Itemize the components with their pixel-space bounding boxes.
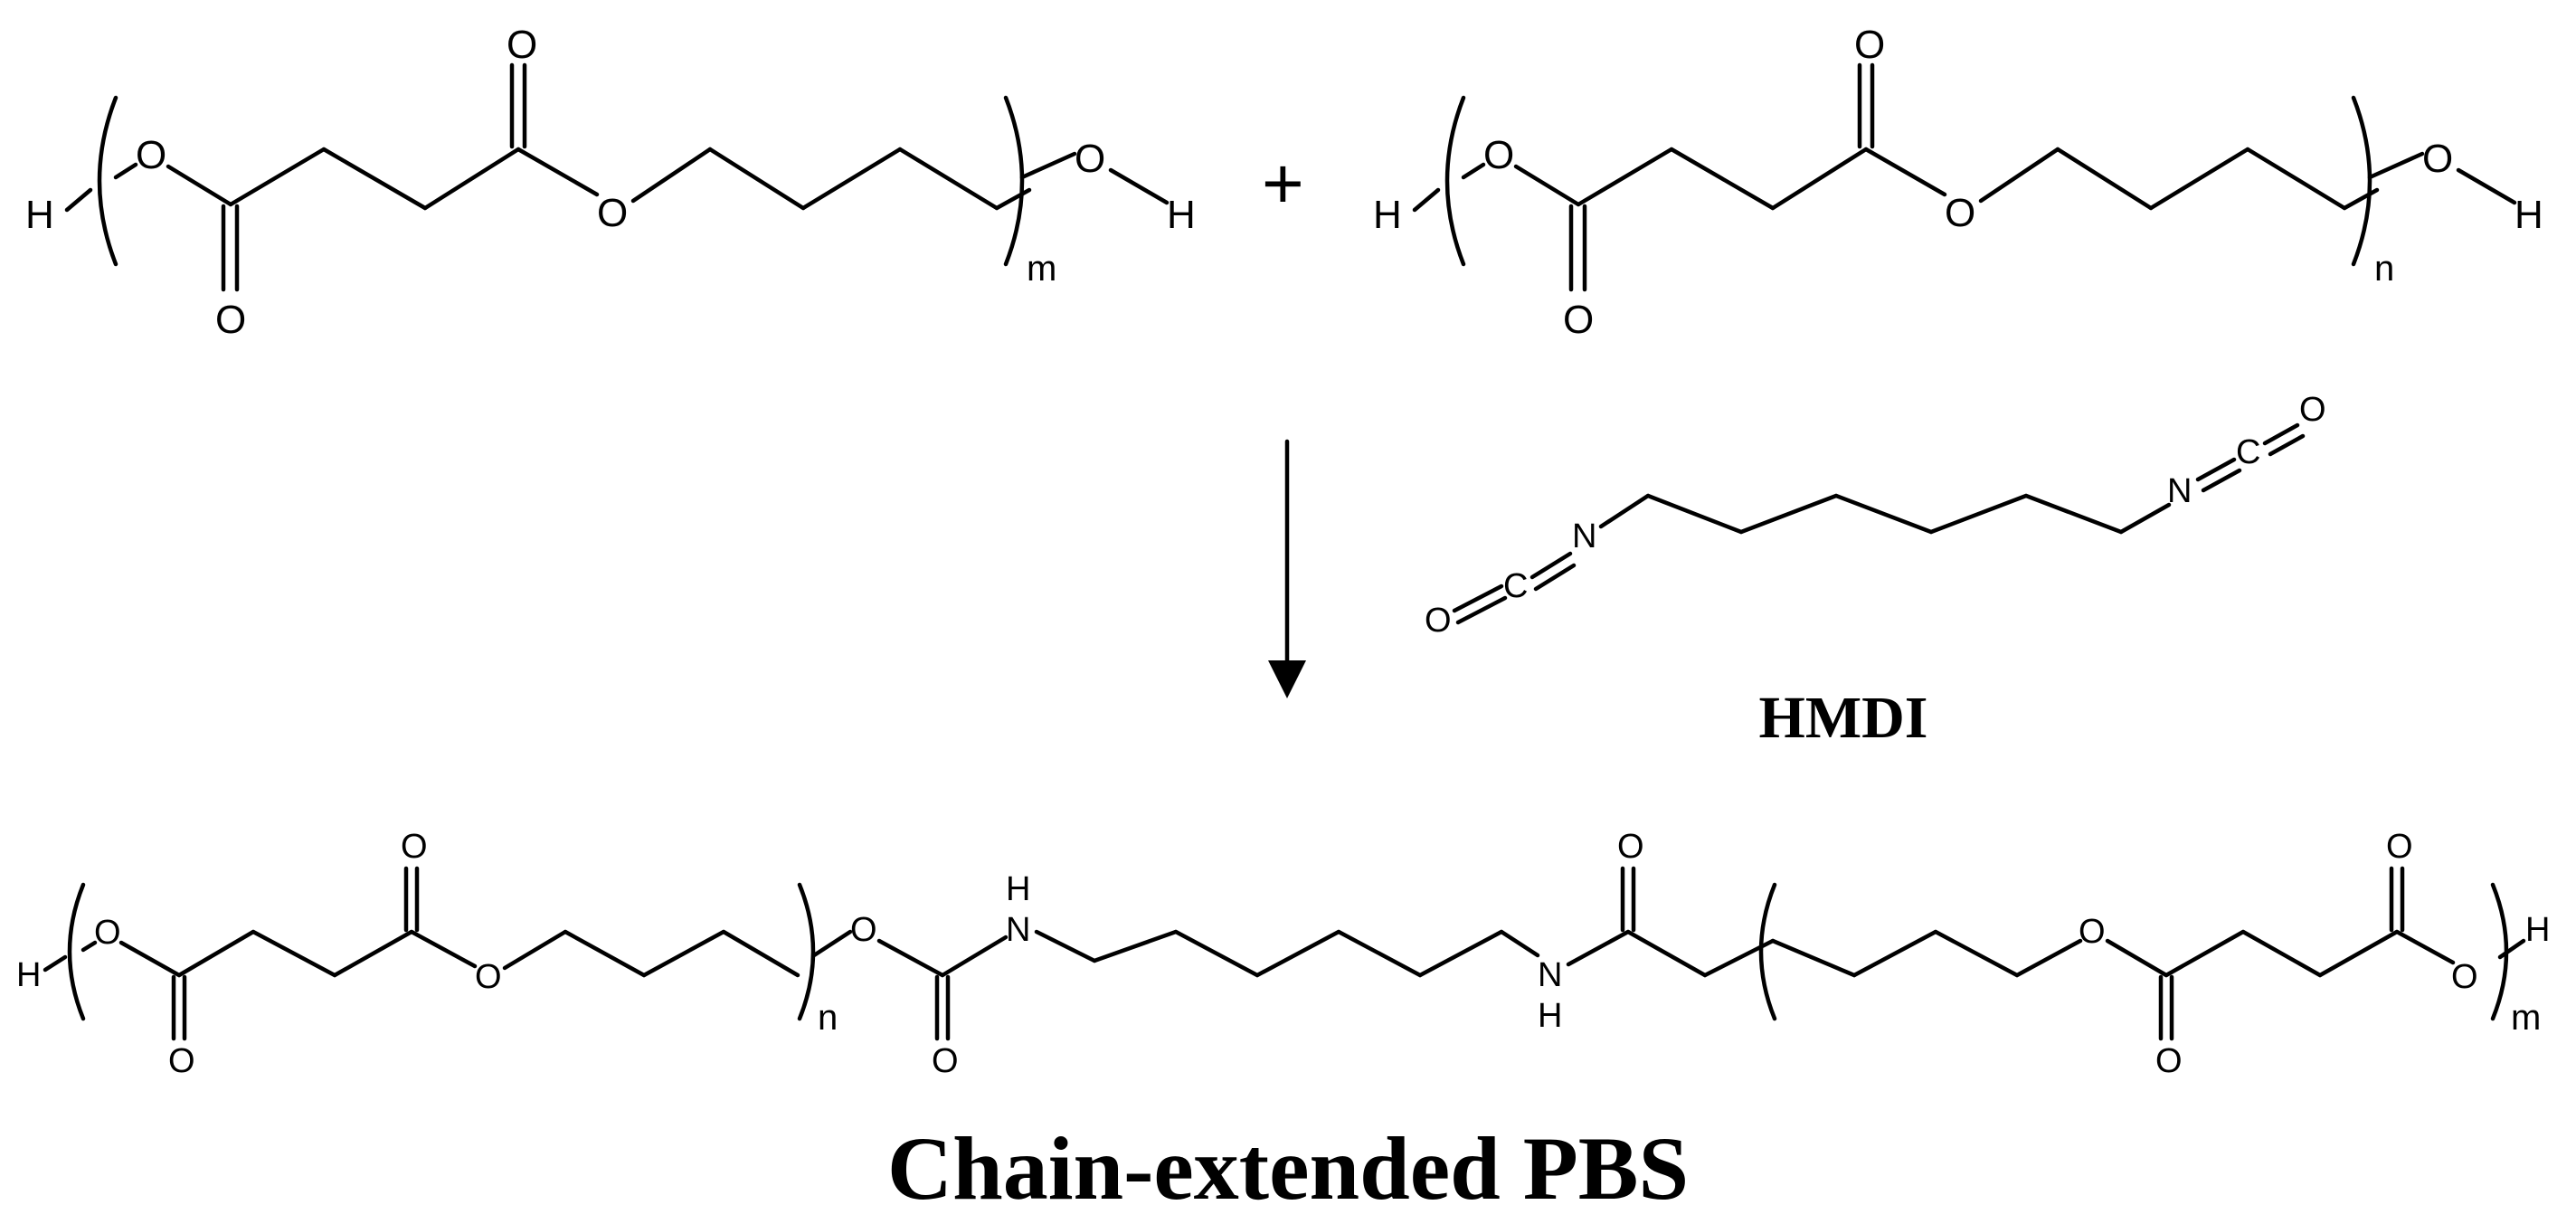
atom-h: H bbox=[1167, 193, 1196, 237]
open-paren bbox=[1758, 882, 1777, 1021]
atom-n: N bbox=[1572, 517, 1596, 555]
reagent-label: HMDI bbox=[1759, 685, 1928, 751]
atom-o: O bbox=[2299, 391, 2326, 429]
subscript-m: m bbox=[1027, 249, 1056, 289]
atom-n: N bbox=[1538, 956, 1562, 994]
open-paren bbox=[1444, 95, 1466, 267]
atom-o: O bbox=[2451, 958, 2478, 996]
atom-o: O bbox=[401, 828, 428, 866]
atom-o: O bbox=[1854, 23, 1885, 67]
atom-h: H bbox=[25, 193, 54, 237]
atom-o: O bbox=[1075, 137, 1105, 181]
atom-o: O bbox=[475, 958, 502, 996]
atom-o: O bbox=[1563, 298, 1594, 342]
atom-o: O bbox=[932, 1042, 959, 1080]
atom-o: O bbox=[94, 914, 121, 952]
atom-o: O bbox=[2422, 137, 2453, 181]
atom-o: O bbox=[136, 133, 166, 177]
atom-h: H bbox=[2525, 911, 2550, 949]
atom-n: N bbox=[2167, 472, 2192, 510]
atom-o: O bbox=[2155, 1042, 2183, 1080]
atom-o: O bbox=[850, 911, 877, 949]
atom-o: O bbox=[215, 298, 246, 342]
atom-o: O bbox=[597, 191, 628, 235]
hmdi-molecule: O C N N C O bbox=[1425, 391, 2326, 640]
close-paren bbox=[1003, 95, 1025, 267]
subscript-n: n bbox=[818, 998, 838, 1038]
close-paren bbox=[2351, 95, 2372, 267]
plus-sign: + bbox=[1262, 143, 1304, 223]
subscript-m: m bbox=[2511, 998, 2541, 1038]
reactant-2-pbs: H O O O O n O H bbox=[1373, 23, 2543, 342]
atom-h: H bbox=[1006, 870, 1030, 908]
atom-o: O bbox=[2386, 828, 2413, 866]
atom-o: O bbox=[1617, 828, 1644, 866]
atom-c: C bbox=[2236, 433, 2260, 471]
atom-h: H bbox=[2514, 193, 2543, 237]
atom-h: H bbox=[16, 956, 41, 994]
open-paren bbox=[97, 95, 118, 267]
reaction-arrow bbox=[1268, 439, 1306, 698]
product-label: Chain-extended PBS bbox=[887, 1118, 1689, 1219]
atom-c: C bbox=[1503, 567, 1528, 605]
atom-o: O bbox=[507, 23, 537, 67]
atom-h: H bbox=[1373, 193, 1402, 237]
close-paren bbox=[797, 882, 816, 1021]
atom-o: O bbox=[168, 1042, 195, 1080]
subscript-n: n bbox=[2374, 249, 2394, 289]
reactant-1-pbs: H O O O O m O H bbox=[25, 23, 1196, 342]
atom-o: O bbox=[1483, 133, 1514, 177]
open-paren bbox=[67, 882, 86, 1021]
atom-o: O bbox=[1945, 191, 1975, 235]
atom-h: H bbox=[1538, 997, 1562, 1035]
atom-o: O bbox=[2079, 913, 2106, 951]
atom-n: N bbox=[1006, 911, 1030, 949]
atom-o: O bbox=[1425, 602, 1452, 640]
product-chain: H O O O O n O O N H bbox=[16, 828, 2550, 1080]
